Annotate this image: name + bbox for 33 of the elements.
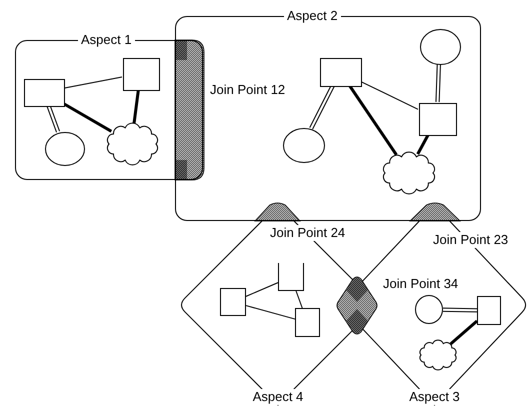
component-box	[123, 58, 160, 91]
cloud-shape	[105, 123, 160, 165]
connector-line	[450, 320, 478, 346]
component-circle	[283, 128, 325, 163]
open-box	[278, 263, 304, 291]
component-circle	[420, 29, 461, 65]
component-box	[320, 58, 362, 87]
component-circle	[415, 295, 443, 324]
connector-line	[360, 81, 418, 110]
connector-line	[442, 308, 478, 312]
component-box	[419, 103, 457, 136]
component-box	[477, 296, 501, 325]
connector-line	[348, 85, 398, 156]
component-box	[295, 308, 320, 337]
join-point-label: Join Point 23	[431, 232, 510, 248]
connector-line	[309, 84, 335, 130]
connector-line	[246, 305, 296, 320]
connector-line	[435, 63, 441, 103]
join-point-label: Join Point 24	[268, 225, 348, 241]
connector-line	[416, 134, 430, 155]
aspect-title: Aspect 2	[284, 8, 341, 24]
component-box	[220, 288, 246, 316]
connector-line	[132, 90, 140, 124]
component-circle	[45, 132, 85, 166]
cloud-shape	[417, 339, 459, 371]
aspect-title: Aspect 1	[78, 32, 135, 48]
connector-line	[64, 76, 122, 89]
connector-line	[63, 102, 112, 133]
component-box	[24, 79, 65, 107]
cloud-shape	[381, 152, 437, 194]
connector-line	[296, 290, 303, 308]
connector-line	[46, 104, 60, 133]
connector-line	[246, 282, 278, 297]
